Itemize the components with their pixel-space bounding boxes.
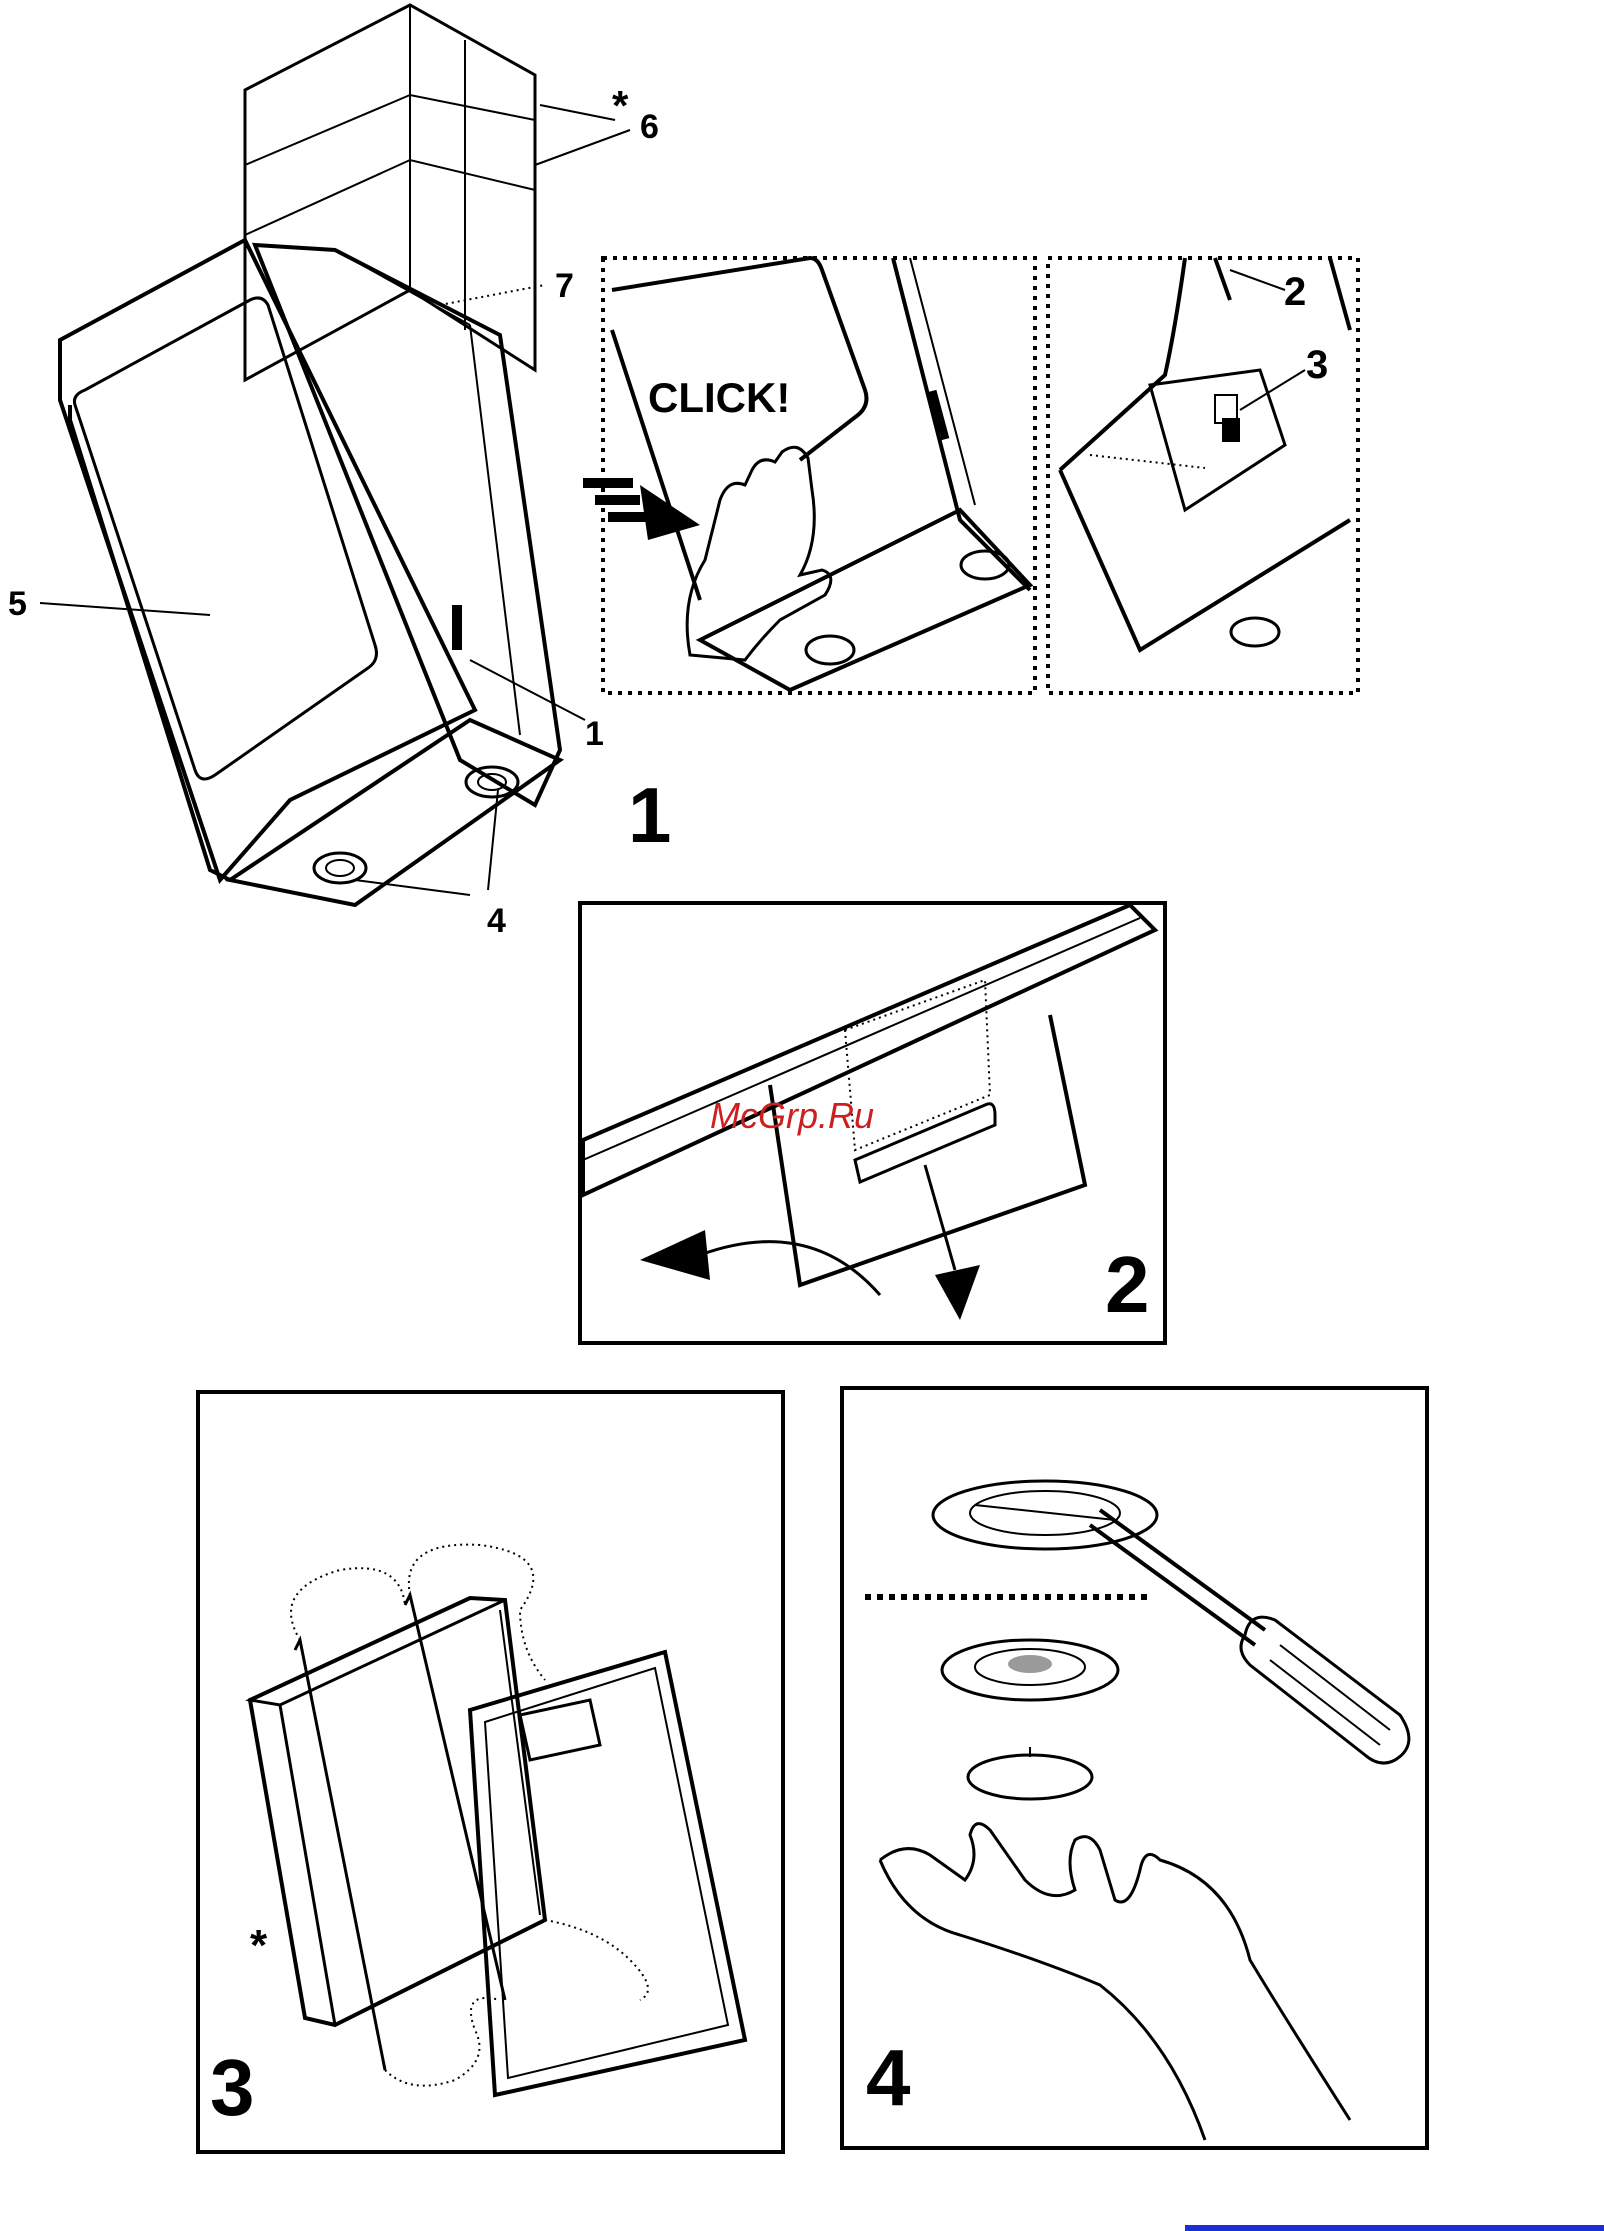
detail-inset-click: CLICK! [583, 258, 1035, 693]
panel-4: 4 [842, 1388, 1427, 2148]
panel-3: * 3 [198, 1392, 783, 2152]
callout-4: 4 [487, 902, 506, 940]
panel-2: McGrp.Ru 2 [580, 903, 1165, 1343]
hand-icon [687, 447, 831, 660]
callout-asterisk-6: * [612, 82, 629, 129]
footer-bar [1185, 2225, 1604, 2231]
callout-5: 5 [8, 585, 27, 623]
callout-3: 3 [1306, 343, 1328, 387]
callout-6: 6 [640, 108, 659, 146]
watermark: McGrp.Ru [710, 1095, 874, 1136]
front-panel [60, 240, 475, 880]
inset-light-right-icon [961, 551, 1009, 579]
light-right-icon [466, 767, 518, 797]
hinge [452, 605, 462, 650]
detail-inset-latch: 2 3 [1048, 258, 1358, 693]
light-left-icon [314, 853, 366, 883]
step-number-1: 1 [628, 771, 671, 859]
step-number-3: 3 [210, 2043, 255, 2132]
callout-1: 1 [585, 715, 604, 753]
click-label: CLICK! [648, 374, 790, 421]
panel3-asterisk: * [250, 1921, 268, 1970]
push-arrow-icon [583, 478, 700, 540]
step-number-4: 4 [866, 2033, 911, 2122]
figure-1-hood: * 6 7 5 1 4 1 [8, 5, 671, 940]
inset-light-left-icon [806, 636, 854, 664]
chimney-duct [245, 5, 535, 380]
callout-2: 2 [1284, 270, 1306, 314]
step-number-2: 2 [1105, 1240, 1150, 1329]
callout-7: 7 [555, 267, 574, 305]
inset-light-icon [1231, 618, 1279, 646]
hood-body [255, 245, 560, 805]
